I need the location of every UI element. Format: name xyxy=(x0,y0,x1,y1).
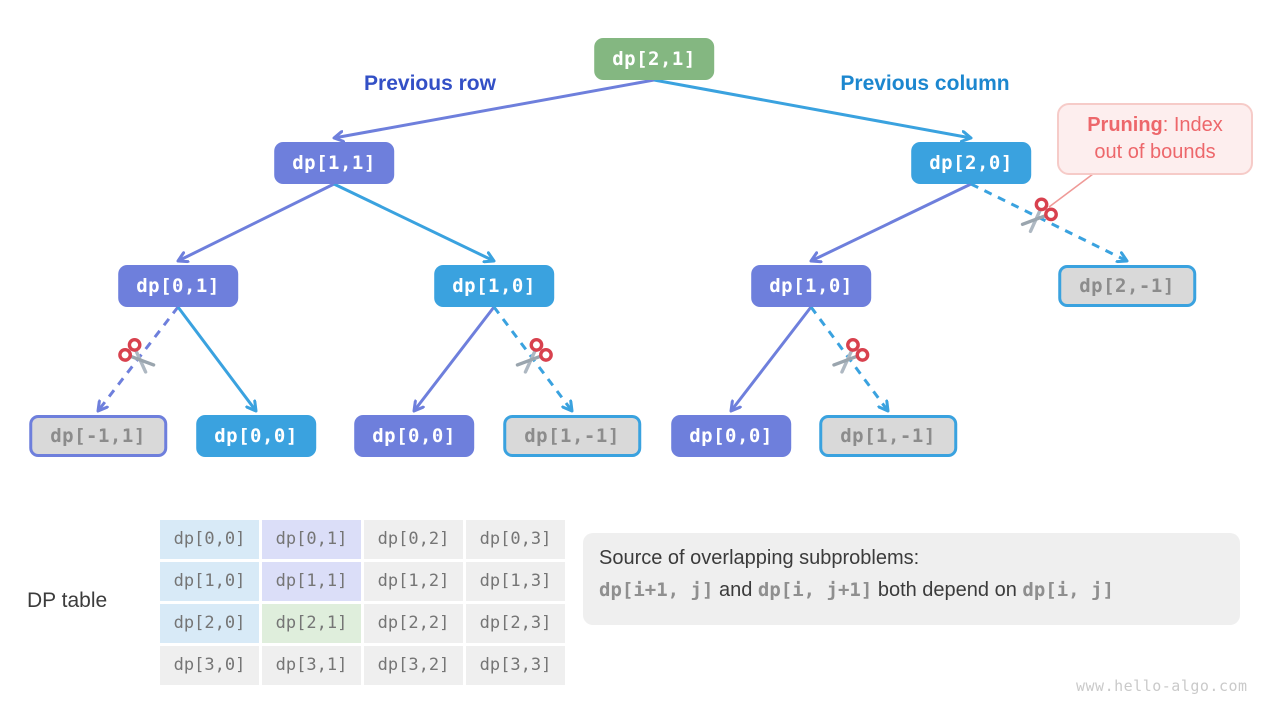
dp-table-cell: dp[3,1] xyxy=(262,646,361,685)
pruned-edge xyxy=(98,306,180,411)
tree-node-n10p: dp[1,0] xyxy=(751,265,871,307)
callout-tail-line xyxy=(1048,173,1094,208)
scissors-icon xyxy=(118,338,156,374)
dp-table-cell: dp[0,1] xyxy=(262,520,361,559)
scissors-icon xyxy=(832,338,870,374)
pruned-edge xyxy=(809,306,888,411)
code-segment: dp[i, j] xyxy=(1022,579,1114,601)
dp-table: dp[0,0]dp[0,1]dp[0,2]dp[0,3]dp[1,0]dp[1,… xyxy=(160,520,565,685)
info-box-title: Source of overlapping subproblems: xyxy=(599,547,920,569)
branch-label-previous-column: Previous column xyxy=(840,72,1010,95)
info-box-formula: dp[i+1, j] and dp[i, j+1] both depend on… xyxy=(599,579,1224,602)
dp-table-cell: dp[0,0] xyxy=(160,520,259,559)
tree-node-root: dp[2,1] xyxy=(594,38,714,80)
overlapping-subproblems-box: Source of overlapping subproblems: dp[i+… xyxy=(583,533,1240,625)
code-segment: dp[i, j+1] xyxy=(757,579,873,601)
tree-node-n10b: dp[1,0] xyxy=(434,265,554,307)
tree-node-n11: dp[1,1] xyxy=(274,142,394,184)
code-segment: dp[i+1, j] xyxy=(599,579,714,601)
tree-node-n00c: dp[0,0] xyxy=(671,415,791,457)
dp-table-cell: dp[3,0] xyxy=(160,646,259,685)
tree-edge xyxy=(178,182,335,261)
tree-edge xyxy=(414,306,496,411)
scissors-icon xyxy=(515,338,553,374)
dp-table-label: DP table xyxy=(27,589,108,612)
dp-table-cell: dp[0,3] xyxy=(466,520,565,559)
tree-edge xyxy=(333,182,494,261)
tree-node-n1m1a: dp[1,-1] xyxy=(503,415,641,457)
dp-table-cell: dp[1,3] xyxy=(466,562,565,601)
tree-node-n01: dp[0,1] xyxy=(118,265,238,307)
dp-table-cell: dp[3,2] xyxy=(364,646,463,685)
watermark: www.hello-algo.com xyxy=(1076,677,1248,695)
branch-label-previous-row: Previous row xyxy=(364,72,496,95)
tree-node-n1m1b: dp[1,-1] xyxy=(819,415,957,457)
dp-table-cell: dp[1,1] xyxy=(262,562,361,601)
dp-table-cell: dp[3,3] xyxy=(466,646,565,685)
tree-node-n20: dp[2,0] xyxy=(911,142,1031,184)
dp-table-cell: dp[0,2] xyxy=(364,520,463,559)
dp-table-cell: dp[2,2] xyxy=(364,604,463,643)
pruning-callout-text: : Index out of bounds xyxy=(1094,114,1223,163)
pruned-edge xyxy=(492,306,572,411)
tree-node-nm11: dp[-1,1] xyxy=(29,415,167,457)
tree-node-n00a: dp[0,0] xyxy=(196,415,316,457)
pruned-edge xyxy=(970,182,1127,261)
pruning-callout: Pruning: Index out of bounds xyxy=(1057,103,1253,175)
dp-table-cell: dp[1,2] xyxy=(364,562,463,601)
tree-edge xyxy=(731,306,813,411)
tree-node-n2m1: dp[2,-1] xyxy=(1058,265,1196,307)
tree-edge xyxy=(811,182,972,261)
dp-table-cell: dp[2,0] xyxy=(160,604,259,643)
tree-node-n00b: dp[0,0] xyxy=(354,415,474,457)
dp-table-cell: dp[2,1] xyxy=(262,604,361,643)
dp-table-cell: dp[1,0] xyxy=(160,562,259,601)
dp-table-cell: dp[2,3] xyxy=(466,604,565,643)
tree-edge xyxy=(176,306,256,411)
scissors-icon xyxy=(1020,197,1058,234)
text-segment: and xyxy=(713,579,758,601)
pruning-callout-keyword: Pruning xyxy=(1087,114,1163,136)
text-segment: both depend on xyxy=(872,579,1023,601)
